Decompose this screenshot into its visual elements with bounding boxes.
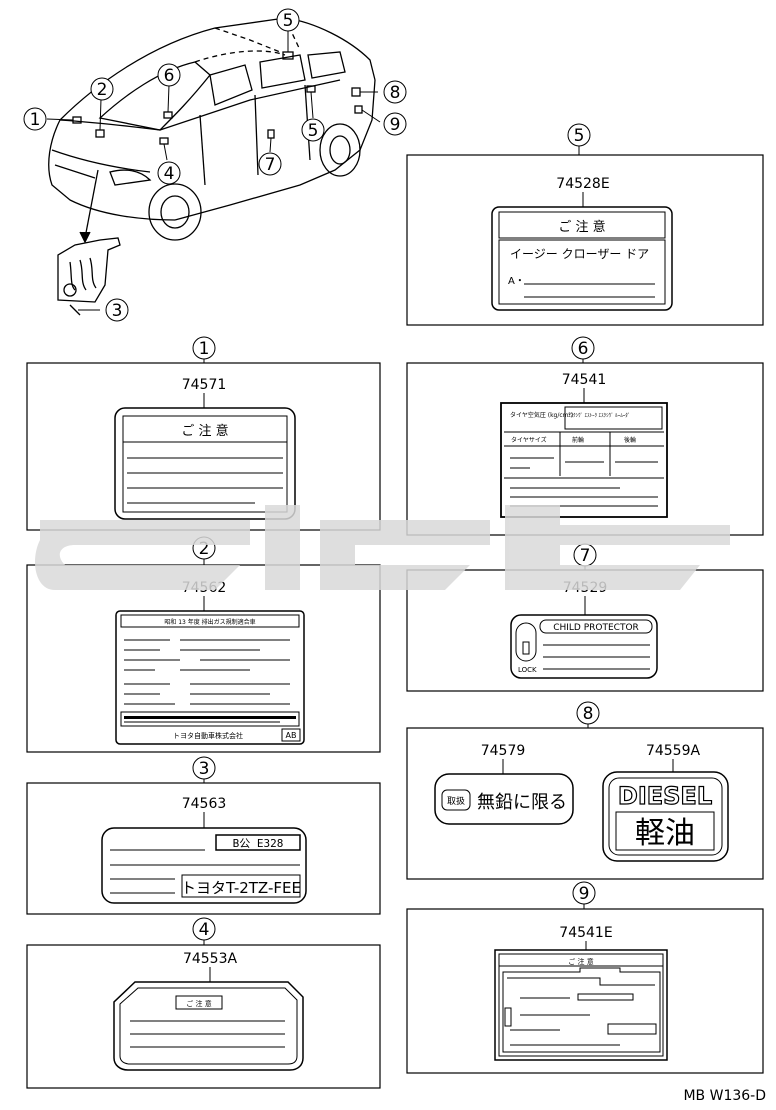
svg-text:昭和 13 年度 排出ガス規制適合車: 昭和 13 年度 排出ガス規制適合車 — [164, 618, 255, 626]
svg-text:9: 9 — [390, 115, 401, 135]
callout-8: 8 — [383, 80, 407, 104]
svg-text:イージー クローザー ドア: イージー クローザー ドア — [510, 247, 649, 261]
figure-code: MB W136-D — [683, 1088, 766, 1104]
part-number: 74579 — [481, 743, 526, 759]
panel-8: 8 74579 取扱 無鉛に限る 74559A DIESEL 軽油 — [406, 701, 764, 880]
svg-text:A・: A・ — [508, 276, 525, 287]
callout-lines — [46, 30, 381, 311]
part-number: 74563 — [182, 796, 227, 812]
part-number: 74528E — [556, 176, 609, 192]
part-number: 74541 — [562, 372, 607, 388]
svg-text:5: 5 — [308, 121, 319, 141]
panel-6: 6 74541 タイヤ空気圧 (kg/cm²) ｴｽｸｼｳﾞ ｴｽﾄｰｸ ｴｽｸ… — [406, 336, 764, 536]
panel-3: 3 74563 B公 E328 トヨタT-2TZ-FEE — [26, 756, 381, 915]
svg-text:CHILD PROTECTOR: CHILD PROTECTOR — [553, 623, 639, 633]
svg-text:タイヤ空気圧 (kg/cm²): タイヤ空気圧 (kg/cm²) — [510, 411, 573, 419]
svg-text:5: 5 — [283, 11, 294, 31]
svg-text:6: 6 — [164, 66, 175, 86]
svg-text:ご 注 意: ご 注 意 — [186, 999, 211, 1008]
svg-text:7: 7 — [265, 155, 276, 175]
car-illustration — [48, 17, 376, 241]
panel-2: 2 74562 昭和 13 年度 排出ガス規制適合車 トヨタ自動車株式会社 AB — [26, 536, 381, 753]
svg-text:ご 注 意: ご 注 意 — [181, 423, 228, 439]
watermark — [35, 505, 730, 590]
callout-4: 4 — [157, 161, 181, 185]
svg-text:1: 1 — [199, 339, 210, 359]
engine-detail — [57, 169, 121, 316]
svg-text:前輪: 前輪 — [572, 436, 584, 444]
svg-text:後輪: 後輪 — [624, 436, 636, 444]
svg-text:2: 2 — [97, 80, 108, 100]
svg-text:軽油: 軽油 — [635, 816, 695, 851]
callout-5-top: 5 — [276, 8, 300, 32]
svg-text:8: 8 — [583, 704, 594, 724]
part-number: 74553A — [183, 951, 238, 967]
svg-text:DIESEL: DIESEL — [618, 782, 712, 810]
svg-text:トヨタT-2TZ-FEE: トヨタT-2TZ-FEE — [181, 879, 301, 897]
svg-text:ご 注 意: ご 注 意 — [568, 957, 593, 966]
panel-5: 5 74528E ご 注 意 イージー クローザー ドア A・ — [406, 123, 764, 326]
svg-text:6: 6 — [578, 339, 589, 359]
svg-text:B公 E328: B公 E328 — [233, 837, 284, 850]
part-number: 74541E — [559, 925, 612, 941]
callout-9: 9 — [383, 112, 407, 136]
svg-text:無鉛に限る: 無鉛に限る — [477, 792, 567, 813]
svg-text:LOCK: LOCK — [518, 666, 537, 674]
callout-3: 3 — [105, 298, 129, 322]
svg-text:取扱: 取扱 — [447, 795, 465, 807]
panel-1: 1 74571 ご 注 意 — [26, 336, 381, 531]
svg-text:9: 9 — [579, 884, 590, 904]
svg-text:タイヤサイズ: タイヤサイズ — [511, 436, 547, 444]
svg-text:7: 7 — [580, 546, 591, 566]
callout-7: 7 — [258, 152, 282, 176]
svg-text:4: 4 — [164, 164, 175, 184]
svg-text:3: 3 — [112, 301, 123, 321]
svg-text:ｴｽｸｼｳﾞ ｴｽﾄｰｸ ｴｽｸｼｳﾞ ﾙｰﾑｰﾀﾞ: ｴｽｸｼｳﾞ ｴｽﾄｰｸ ｴｽｸｼｳﾞ ﾙｰﾑｰﾀﾞ — [568, 412, 630, 419]
callout-6: 6 — [157, 63, 181, 87]
part-number-2: 74559A — [646, 743, 701, 759]
svg-text:1: 1 — [30, 110, 41, 130]
svg-text:ご 注 意: ご 注 意 — [558, 219, 605, 235]
panel-9: 9 74541E ご 注 意 — [406, 881, 764, 1074]
callout-5-side: 5 — [301, 118, 325, 142]
svg-text:2: 2 — [199, 539, 210, 559]
svg-text:4: 4 — [199, 920, 210, 940]
svg-text:AB: AB — [286, 731, 297, 740]
svg-text:8: 8 — [390, 83, 401, 103]
panel-4: 4 74553A ご 注 意 — [26, 917, 381, 1089]
svg-text:トヨタ自動車株式会社: トヨタ自動車株式会社 — [173, 731, 243, 740]
svg-text:5: 5 — [574, 126, 585, 146]
svg-text:3: 3 — [199, 759, 210, 779]
callout-2: 2 — [90, 77, 114, 101]
part-number: 74571 — [182, 377, 227, 393]
callout-1: 1 — [23, 107, 47, 131]
